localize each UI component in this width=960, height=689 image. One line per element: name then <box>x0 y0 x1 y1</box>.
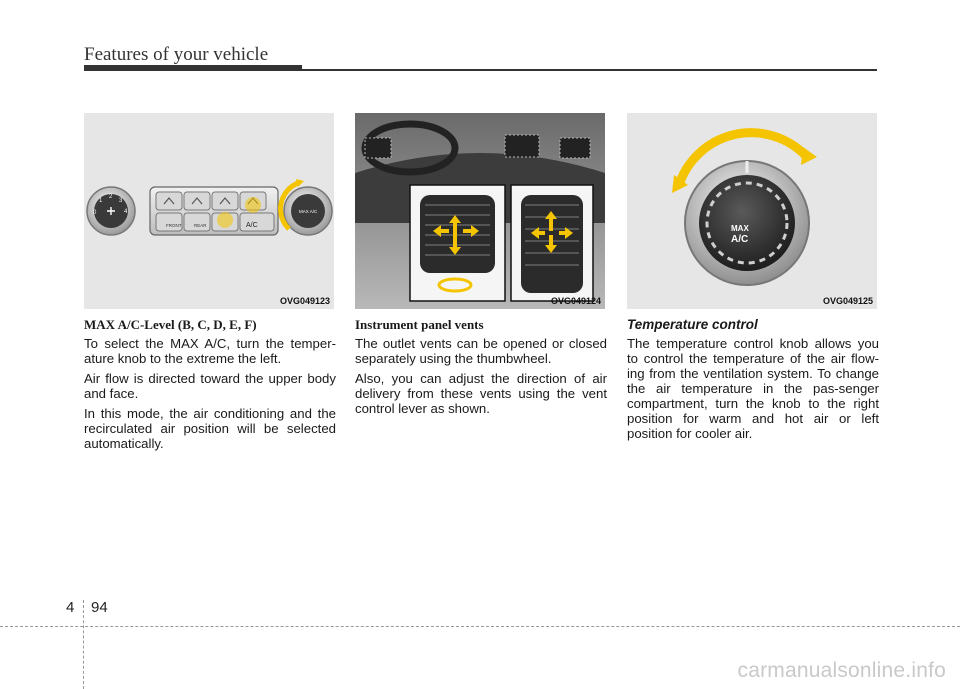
section-heading: Instrument panel vents <box>355 317 484 332</box>
thumbwheel-arrow-icon <box>437 277 473 293</box>
page-header-title: Features of your vehicle <box>84 44 269 65</box>
fan-number: 0 <box>93 210 97 216</box>
rotation-arrow-icon <box>278 180 300 231</box>
section-heading: MAX A/C-Level (B, C, D, E, F) <box>84 317 257 332</box>
figure-dashboard-vents: OVG049124 <box>355 113 605 309</box>
paragraph: In this mode, the air conditioning and t… <box>84 406 336 451</box>
header-rule <box>84 69 877 71</box>
button-label-ac: A/C <box>246 222 258 229</box>
column-instrument-vents: Instrument panel vents The outlet vents … <box>355 317 607 421</box>
page-number: 94 <box>91 599 108 616</box>
figure-temperature-knob: MAX A/C OVG049125 <box>627 113 877 309</box>
fan-number: 1 <box>99 198 103 204</box>
rotation-arrow-icon <box>674 128 809 187</box>
climate-panel-illustration: 0 1 2 3 4 FRONT REAR A/C MAX A/C <box>86 179 333 236</box>
paragraph: To select the MAX A/C, turn the temper-a… <box>84 336 336 366</box>
temperature-knob-illustration: MAX A/C <box>672 128 817 286</box>
direction-arrows-icon <box>433 215 479 255</box>
fan-number: 4 <box>124 209 128 215</box>
footer-divider <box>83 600 84 689</box>
watermark: carmanualsonline.info <box>737 659 946 682</box>
fan-icon <box>107 207 115 215</box>
highlight-glow <box>245 197 261 213</box>
column-temperature-control: Temperature control The temperature cont… <box>627 317 879 446</box>
direction-arrows-icon <box>531 211 573 253</box>
paragraph: Also, you can adjust the direction of ai… <box>355 371 607 416</box>
fan-number: 2 <box>109 194 113 200</box>
paragraph: Air flow is directed toward the upper bo… <box>84 371 336 401</box>
knob-label: MAX A/C <box>299 209 318 214</box>
figure-code: OVG049123 <box>279 296 330 306</box>
button-label-front: FRONT <box>166 223 182 228</box>
knob-label-max: MAX <box>731 224 749 233</box>
header-bar-accent <box>84 65 302 71</box>
dashboard-vents-illustration <box>355 113 605 309</box>
column-max-ac: MAX A/C-Level (B, C, D, E, F) To select … <box>84 317 336 456</box>
paragraph: The outlet vents can be opened or closed… <box>355 336 607 366</box>
button-label-rear: REAR <box>194 223 207 228</box>
chapter-number: 4 <box>66 599 75 616</box>
section-heading: Temperature control <box>627 317 758 332</box>
knob-label-ac: A/C <box>731 234 748 245</box>
footer-rule <box>0 626 960 627</box>
figure-code: OVG049124 <box>550 296 601 306</box>
fan-number: 3 <box>119 198 123 204</box>
paragraph: The temperature control knob allows you … <box>627 336 879 441</box>
figure-code: OVG049125 <box>822 296 873 306</box>
highlight-glow <box>217 212 233 228</box>
figure-climate-panel: 0 1 2 3 4 FRONT REAR A/C MAX A/C OVG0491… <box>84 113 334 309</box>
